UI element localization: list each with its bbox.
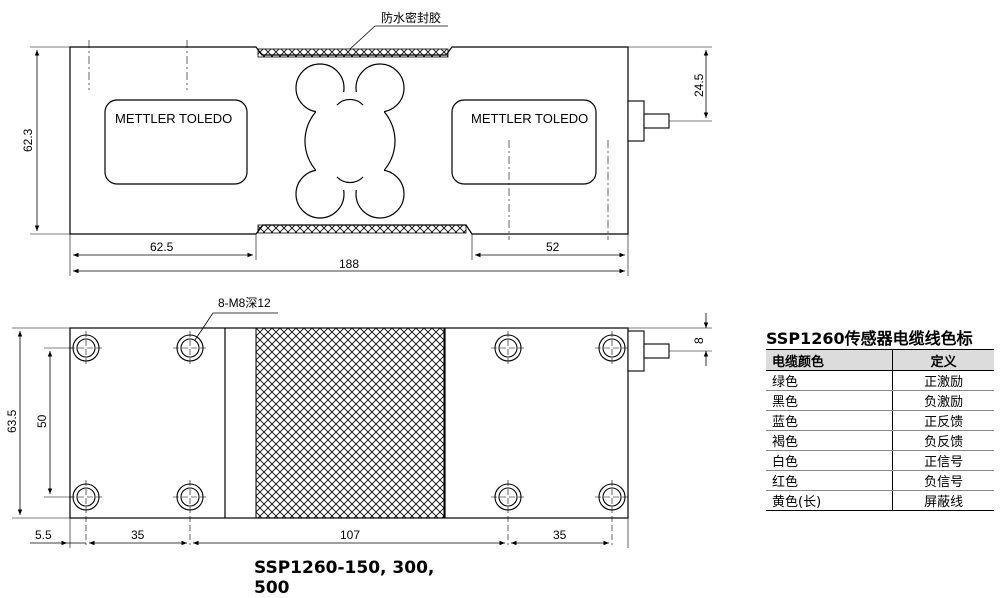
table-row: 黑色负激励 — [766, 390, 994, 411]
dim-right-pitch-35: 35 — [553, 528, 567, 542]
sealant-bottom — [257, 224, 467, 234]
header-definition: 定义 — [892, 349, 994, 371]
wire-color-table: 电缆颜色 定义 绿色正激励 黑色负激励 蓝色正反馈 褐色负反馈 白色正信号 红色… — [766, 349, 994, 511]
dim-connector-24-5: 24.5 — [692, 73, 706, 97]
top-view: 防水密封胶 METTLER TOLEDO METTLER TOLEDO — [21, 10, 712, 276]
dim-hole-spacing-50: 50 — [35, 414, 49, 428]
cable-color: 红色 — [766, 470, 893, 491]
crosshatched-gauge-area — [255, 327, 445, 519]
cable-color: 绿色 — [766, 370, 893, 391]
dim-total-188: 188 — [339, 257, 359, 271]
definition: 负信号 — [892, 470, 994, 491]
table-header-row: 电缆颜色 定义 — [766, 349, 994, 371]
definition: 正信号 — [892, 450, 994, 471]
mounting-holes — [69, 331, 629, 545]
model-caption: SSP1260-150, 300, 500 — [254, 558, 435, 598]
cable-color: 白色 — [766, 450, 893, 471]
table-row: 黄色(长)屏蔽线 — [766, 490, 994, 511]
seal-label: 防水密封胶 — [381, 10, 441, 25]
definition: 负激励 — [892, 390, 994, 411]
definition: 正激励 — [892, 370, 994, 391]
header-cable-color: 电缆颜色 — [766, 349, 893, 371]
thread-note: 8-M8深12 — [218, 296, 271, 310]
dim-height-62-3: 62.3 — [21, 128, 35, 152]
cable-color: 蓝色 — [766, 410, 893, 431]
label-panel-left — [104, 99, 248, 185]
dim-center-107: 107 — [340, 528, 360, 542]
table-row: 红色负信号 — [766, 470, 994, 491]
dim-right-52: 52 — [546, 240, 560, 254]
bottom-view: 8-M8深12 8 63.5 50 5.5 35 107 35 — [5, 296, 712, 548]
cable-connector-top — [627, 100, 645, 142]
table-row: 白色正信号 — [766, 450, 994, 471]
label-panel-right — [451, 99, 597, 185]
table-row: 蓝色正反馈 — [766, 410, 994, 431]
cable-color: 褐色 — [766, 430, 893, 451]
wire-table-title: SSP1260传感器电缆线色标 — [766, 329, 973, 348]
definition: 屏蔽线 — [892, 490, 994, 511]
cable-connector-bottom — [627, 330, 645, 372]
table-row: 绿色正激励 — [766, 370, 994, 391]
technical-drawing: 防水密封胶 METTLER TOLEDO METTLER TOLEDO — [5, 10, 712, 548]
dim-margin-5-5: 5.5 — [35, 528, 52, 542]
cable-color: 黑色 — [766, 390, 893, 411]
definition: 负反馈 — [892, 430, 994, 451]
dim-left-62-5: 62.5 — [150, 240, 174, 254]
definition: 正反馈 — [892, 410, 994, 431]
dim-height-63-5: 63.5 — [5, 409, 19, 433]
table-row: 褐色负反馈 — [766, 430, 994, 451]
dim-left-pitch-35: 35 — [131, 528, 145, 542]
cable-color: 黄色(长) — [766, 490, 893, 511]
dim-connector-8: 8 — [692, 337, 706, 344]
brand-text-left: METTLER TOLEDO — [115, 111, 232, 126]
sealant-top — [257, 48, 449, 58]
brand-text-right: METTLER TOLEDO — [471, 111, 588, 126]
